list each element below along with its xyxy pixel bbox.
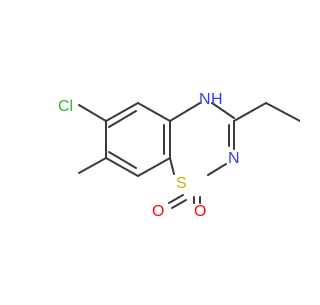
bond-c5-c4a xyxy=(105,102,139,122)
bond-c7-c6-inner xyxy=(108,151,137,169)
bonds xyxy=(78,102,301,209)
bond-s-o-left-b xyxy=(171,199,187,209)
atom-nitrogen-ring: N xyxy=(228,150,240,167)
bond-s-c8a xyxy=(169,157,175,175)
atom-oxygen-left: O xyxy=(152,203,164,220)
atom-nitrogen-nh: N xyxy=(199,91,211,108)
bond-c-methyl xyxy=(78,157,107,174)
bond-c5-c4a-inner xyxy=(108,110,137,128)
bond-c7-c6 xyxy=(105,157,139,177)
bond-c3-ch2 xyxy=(233,102,267,122)
bond-c-cl xyxy=(78,104,107,122)
bond-c4a-c8a xyxy=(137,102,171,122)
bond-s-o-left-a xyxy=(168,194,184,204)
bond-c8-c7 xyxy=(137,157,171,177)
bond-n2-s xyxy=(207,163,227,176)
atom-chlorine: Cl xyxy=(58,98,73,115)
bond-c4a-n xyxy=(169,102,201,122)
bond-ch2-ch3 xyxy=(265,102,301,122)
atom-hydrogen: H xyxy=(211,91,223,108)
bond-n-c3 xyxy=(211,102,235,119)
atom-oxygen-right: O xyxy=(194,203,206,220)
atom-labels: Cl N H N S O O xyxy=(58,91,240,220)
molecule-diagram: Cl N H N S O O xyxy=(58,91,301,220)
atom-sulfur: S xyxy=(176,175,187,192)
structure-canvas: Cl N H N S O O xyxy=(58,91,301,220)
